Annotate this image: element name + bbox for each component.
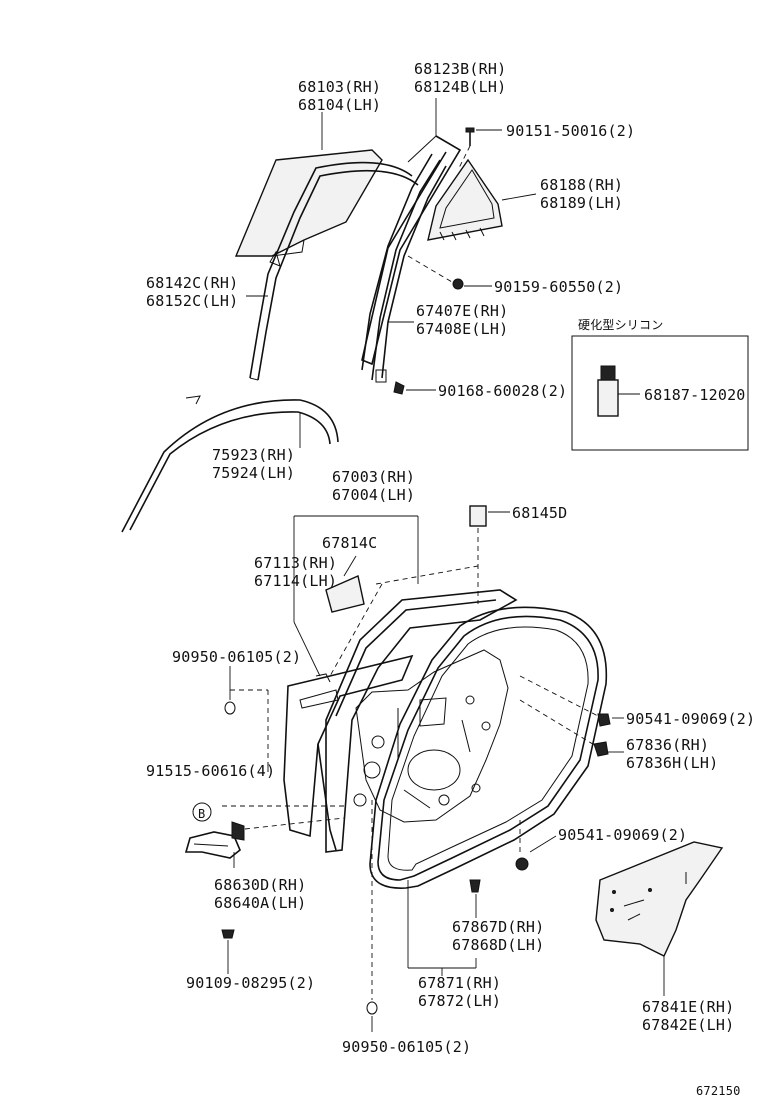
label-frame-rh: 67407E(RH) [416, 302, 509, 320]
label-channel-lh: 68124B(LH) [414, 78, 507, 96]
label-frame-lh: 67408E(LH) [416, 320, 509, 338]
label-stopper-rh: 67836(RH) [626, 736, 710, 754]
frame-drawing [361, 153, 447, 383]
label-moulding-rh: 75923(RH) [212, 446, 296, 464]
label-clip-2: 90541-09069(2) [558, 826, 688, 844]
label-silicone-part: 68187-12020 [644, 386, 746, 404]
quarter-glass-drawing [427, 158, 537, 241]
label-hole-seal-lh: 67114(LH) [254, 572, 338, 590]
clip-67867d-drawing [469, 879, 481, 918]
clip-lower-drawing [515, 835, 557, 871]
bolt-90109-drawing [221, 929, 235, 974]
door-glass-drawing [234, 112, 383, 257]
label-hinge-lh: 68640A(LH) [214, 894, 307, 912]
door-panel-drawing [283, 654, 414, 851]
plug-lower-drawing [366, 1001, 378, 1032]
label-bolt-1: 90159-60550(2) [494, 278, 624, 296]
label-cushion: 68145D [512, 504, 568, 522]
bracket-67871-drawing [407, 880, 477, 976]
label-glass-lh: 68104(LH) [298, 96, 382, 114]
label-hole-seal-rh: 67113(RH) [254, 554, 338, 572]
label-run-lh: 68152C(LH) [146, 292, 239, 310]
label-weatherstrip-rh: 67867D(RH) [452, 918, 545, 936]
label-bolt-2: 90168-60028(2) [438, 382, 568, 400]
door-inner-drawing [325, 589, 518, 853]
cover-drawing [595, 841, 724, 996]
ref-b-drawing [192, 802, 212, 822]
label-cover-lh: 67842E(LH) [642, 1016, 735, 1034]
cushion-drawing [469, 505, 510, 604]
plug-upper-drawing [224, 666, 236, 715]
label-moulding-lh: 75924(LH) [212, 464, 296, 482]
label-channel-rh: 68123B(RH) [414, 60, 507, 78]
label-cover-rh: 67841E(RH) [642, 998, 735, 1016]
clip-right-drawing [597, 713, 624, 727]
label-hinge-rh: 68630D(RH) [214, 876, 307, 894]
label-plug-2: 90950-06105(2) [342, 1038, 472, 1056]
bolt-mid-drawing [407, 255, 492, 290]
label-weatherstrip-lh: 67868D(LH) [452, 936, 545, 954]
bolt-low-drawing [393, 381, 436, 395]
glass-run-drawing [246, 161, 419, 381]
label-stopper-lh: 67836H(LH) [626, 754, 719, 772]
label-door-weather-rh: 67871(RH) [418, 974, 502, 992]
moulding-drawing [121, 395, 339, 533]
label-run-rh: 68142C(RH) [146, 274, 239, 292]
label-ref-b: B [198, 807, 206, 821]
stopper-drawing [593, 741, 624, 757]
weatherstrip-drawing [369, 606, 608, 889]
label-clip-1: 90541-09069(2) [626, 710, 756, 728]
seal-drawing [325, 555, 365, 613]
label-door-panel-lh: 67004(LH) [332, 486, 416, 504]
label-screw-2: 91515-60616(4) [146, 762, 276, 780]
silicone-box-drawing [571, 335, 749, 451]
screw-upper-drawing [457, 127, 502, 171]
door-dashed-leaders [222, 565, 599, 1000]
label-door-weather-lh: 67872(LH) [418, 992, 502, 1010]
figure-number: 672150 [696, 1084, 741, 1098]
label-silicone-title: 硬化型シリコン [578, 318, 664, 332]
label-seal: 67814C [322, 534, 378, 552]
label-glass-rh: 68103(RH) [298, 78, 382, 96]
door-bracket-lines [293, 515, 419, 677]
label-screw-1: 90151-50016(2) [506, 122, 636, 140]
label-plug-1: 90950-06105(2) [172, 648, 302, 666]
label-quarter-glass-lh: 68189(LH) [540, 194, 624, 212]
label-quarter-glass-rh: 68188(RH) [540, 176, 624, 194]
label-bolt-3: 90109-08295(2) [186, 974, 316, 992]
hinge-drawing [184, 821, 245, 868]
label-door-panel-rh: 67003(RH) [332, 468, 416, 486]
